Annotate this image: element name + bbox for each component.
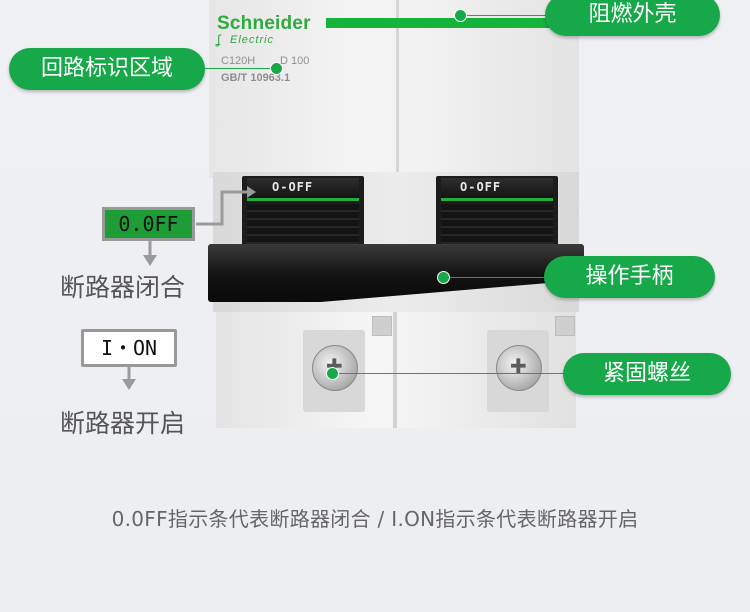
brand-subtitle: Electric <box>230 34 275 46</box>
leader-dot-shell <box>454 9 467 22</box>
screw-cross-icon: ✚ <box>510 354 527 378</box>
current-rating: D 100 <box>280 55 310 67</box>
down-arrow-off-head <box>143 255 157 266</box>
test-slot-left <box>372 316 392 336</box>
terminal-screw-right <box>496 345 542 391</box>
toggle-indicator-left: O-OFF <box>272 180 314 194</box>
test-slot-right <box>555 316 575 336</box>
down-arrow-on-head <box>122 379 136 390</box>
callout-fastening-screw: 紧固螺丝 <box>563 353 731 395</box>
callout-operating-handle: 操作手柄 <box>544 256 715 298</box>
standard-code: GB/T 10963.1 <box>221 72 291 84</box>
toggle-indicator-right: O-OFF <box>460 180 502 194</box>
on-indicator-sample: I・ON <box>81 329 177 367</box>
bottom-caption: 0.0FF指示条代表断路器闭合 / I.ON指示条代表断路器开启 <box>111 507 639 531</box>
indicator-pointer-line <box>196 190 250 226</box>
toggle-ribs-left <box>247 204 359 244</box>
brand-logo-icon: ʆ <box>217 33 222 47</box>
indicator-pointer-arrowhead <box>247 186 256 198</box>
leader-line-shell <box>460 15 550 16</box>
brand-stripe <box>326 18 576 28</box>
toggle-ribs-right <box>441 204 553 244</box>
leader-line-circuit <box>200 68 278 69</box>
on-indicator-meaning: 断路器开启 <box>60 409 186 438</box>
pole-divider-lower <box>393 312 397 428</box>
off-indicator-meaning: 断路器闭合 <box>60 273 186 302</box>
brand-logo-text: Schneider <box>217 13 311 34</box>
pole-divider <box>396 0 399 178</box>
leader-line-handle <box>443 277 547 278</box>
model-number: C120H <box>221 55 256 67</box>
leader-dot-handle <box>437 271 450 284</box>
breaker-upper-housing <box>209 0 579 178</box>
callout-circuit-label-area: 回路标识区域 <box>9 48 205 90</box>
callout-flame-retardant-shell: 阻燃外壳 <box>545 0 720 36</box>
off-indicator-sample: 0.0FF <box>102 207 195 241</box>
toggle-face-left <box>247 178 359 201</box>
leader-dot-circuit <box>270 62 283 75</box>
leader-dot-screw <box>326 367 339 380</box>
leader-line-screw <box>330 373 566 374</box>
toggle-face-right <box>441 178 553 201</box>
